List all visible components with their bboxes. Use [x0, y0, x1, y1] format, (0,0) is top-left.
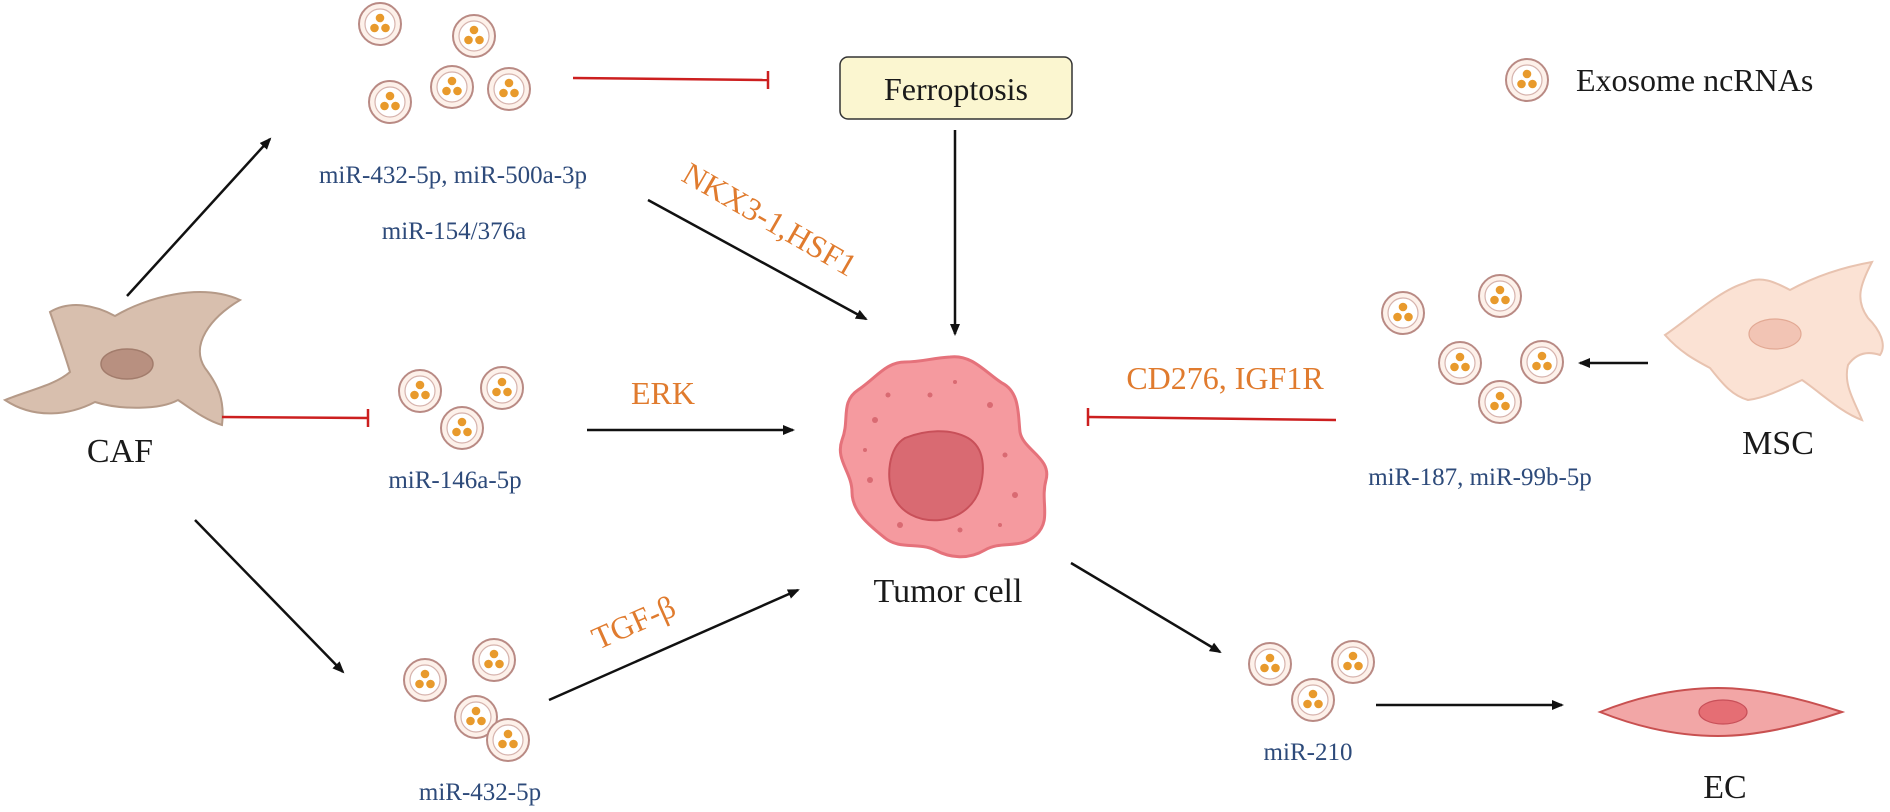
caf-cell: CAF — [2, 291, 243, 470]
mirna-top-line2: miR-154/376a — [382, 218, 526, 245]
ferroptosis-box: Ferroptosis — [839, 56, 1073, 120]
pathway-cd276: CD276, IGF1R — [1126, 360, 1324, 396]
tumor-label: Tumor cell — [874, 573, 1023, 610]
exosome-cluster-ec — [1248, 640, 1375, 722]
legend: Exosome ncRNAs — [1505, 58, 1813, 102]
ec-label: EC — [1703, 769, 1746, 806]
tumor-nucleus — [888, 430, 984, 522]
ec-cell: EC — [1597, 686, 1846, 806]
arrow-top-to-tumor — [647, 198, 868, 321]
ec-nucleus — [1698, 699, 1748, 725]
tumor-granules — [863, 380, 1018, 533]
msc-cell: MSC — [1663, 260, 1884, 462]
mirna-middle: miR-146a-5p — [388, 467, 521, 494]
pathway-erk: ERK — [631, 375, 695, 411]
mirna-ec: miR-210 — [1264, 739, 1353, 766]
msc-label: MSC — [1742, 425, 1814, 462]
activation-arrows — [126, 130, 1648, 710]
mirna-msc: miR-187, miR-99b-5p — [1368, 464, 1592, 491]
pathway-tgf: TGF-β — [586, 588, 680, 656]
arrow-bottom-to-tumor — [548, 588, 800, 702]
pathway-nkx: NKX3-1,HSF1 — [677, 155, 864, 284]
mirna-bottom: miR-432-5p — [419, 779, 541, 806]
arrow-caf-to-top — [126, 137, 272, 297]
msc-nucleus — [1748, 318, 1802, 350]
arrow-tumor-to-ec-exosomes — [1070, 561, 1222, 654]
exosome-cluster-top — [358, 2, 531, 124]
exosome-cluster-msc — [1381, 274, 1564, 424]
mirna-top-line1: miR-432-5p, miR-500a-3p — [319, 162, 587, 189]
ferroptosis-label: Ferroptosis — [884, 71, 1028, 107]
inhibit-caf-to-middle — [221, 409, 370, 427]
arrow-caf-to-bottom — [194, 519, 345, 674]
caf-nucleus — [100, 348, 154, 380]
inhibit-msc-to-tumor — [1086, 408, 1337, 426]
exosome-cluster-bottom — [403, 638, 530, 762]
caf-label: CAF — [87, 433, 153, 470]
tumor-cell: Tumor cell — [838, 355, 1049, 610]
exosome-cluster-middle — [398, 366, 524, 450]
exosome-legend-icon — [1505, 58, 1549, 102]
inhibit-top-to-ferroptosis — [572, 71, 770, 89]
legend-label: Exosome ncRNAs — [1576, 62, 1813, 98]
inhibition-lines — [221, 71, 1337, 427]
